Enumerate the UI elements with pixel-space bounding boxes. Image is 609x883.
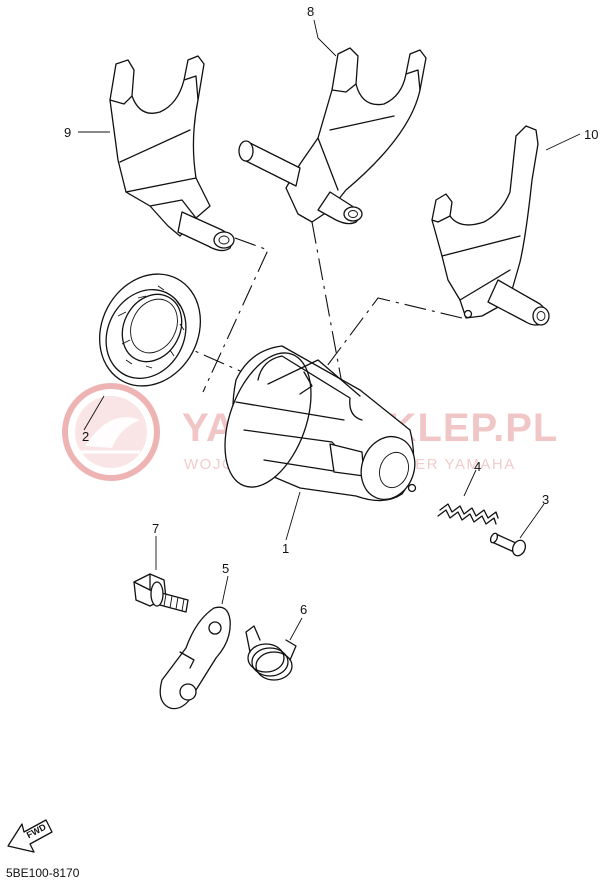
spring-4 <box>437 503 499 525</box>
alignment-line-fork-9 <box>202 237 269 393</box>
callout-1: 1 <box>282 541 290 556</box>
bearing-2 <box>98 273 202 387</box>
callout-10: 10 <box>584 127 599 142</box>
shift-drum-1 <box>224 345 417 502</box>
callout-2: 2 <box>82 429 90 444</box>
leader-lines <box>78 19 581 641</box>
callout-3: 3 <box>542 492 550 507</box>
callout-9: 9 <box>64 125 72 140</box>
callout-5: 5 <box>222 561 230 576</box>
lever-5 <box>159 606 231 710</box>
alignment-line-fork-8 <box>311 221 346 401</box>
diagram-code: 5BE100-8170 <box>6 866 80 880</box>
alignment-line-fork-10 <box>317 297 463 379</box>
torsion-spring-6 <box>245 625 297 681</box>
shift-fork-9 <box>109 55 235 252</box>
fwd-arrow-icon <box>7 819 53 853</box>
callout-8: 8 <box>307 4 315 19</box>
callout-7: 7 <box>152 521 160 536</box>
shift-fork-8 <box>238 47 427 225</box>
bolt-7 <box>133 573 189 613</box>
pin-3 <box>489 532 527 557</box>
callout-4: 4 <box>474 459 482 474</box>
callout-6: 6 <box>300 602 308 617</box>
shift-fork-10 <box>431 125 550 326</box>
